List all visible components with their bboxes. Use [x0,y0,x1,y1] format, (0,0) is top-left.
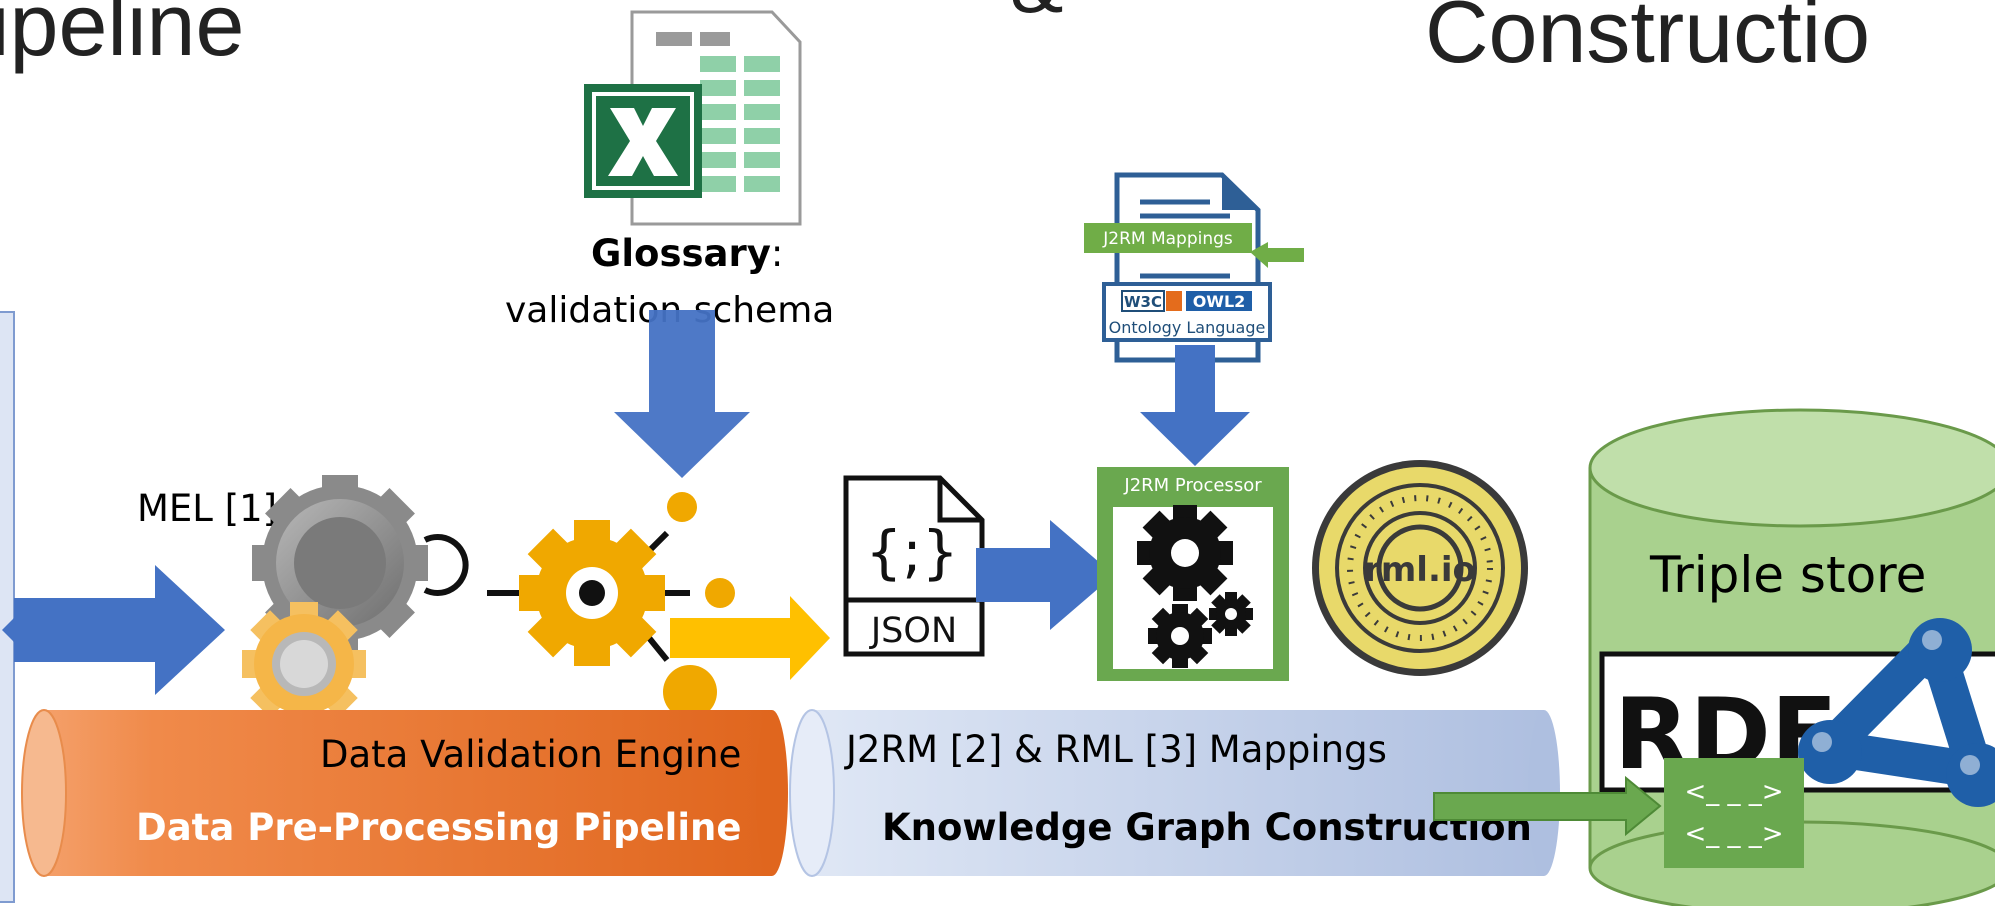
j2rm-processor-box: J2RM Processor [1097,467,1289,681]
source-panel [0,311,15,903]
rdf-graph-icon [1798,618,1995,807]
json-braces: {;} [865,518,958,586]
owl-document-icon: J2RM Mappings W3C OWL2 Ontology Language [1084,172,1304,363]
w3c-badge: W3C [1124,293,1162,311]
input-arrow [14,565,225,695]
owl-down-arrow [1140,345,1250,466]
input-arrow-tip-left [2,618,14,642]
gray-gear-icon [252,475,469,651]
j2rm-mappings-badge: J2RM Mappings [1102,229,1233,249]
rdf-doc-line-1: <_ _ _> [1684,777,1783,807]
mappings-to-rdf-arrow [1433,775,1662,837]
validation-gear-icon [519,492,735,719]
rmlio-logo: rml.io [1312,460,1528,676]
mel-label: MEL [1] [137,487,277,530]
data-pre-processing-pipeline: Data Validation Engine Data Pre-Processi… [21,709,788,877]
header-right-fragment: Constructio [1425,0,1870,81]
triple-store-label: Triple store [1649,546,1926,604]
rmlio-label: rml.io [1364,550,1476,590]
glossary-title: Glossary: [591,232,783,275]
header-left-fragment: ipeline [0,0,244,74]
owl-badge: OWL2 [1193,292,1246,311]
yellow-arrow [670,596,830,680]
json-file-icon: {;} JSON [843,475,985,657]
rdf-doc-line-2: <_ _ _> [1684,819,1783,849]
rdf-document-icon: <_ _ _> <_ _ _> [1664,758,1804,868]
ontology-badge: Ontology Language [1109,318,1266,337]
excel-icon [584,10,802,226]
pipeline2-label: Knowledge Graph Construction [882,806,1532,849]
header-mid-fragment: & [1010,0,1063,29]
knowledge-graph-construction-pipeline: J2RM [2] & RML [3] Mappings Knowledge Gr… [789,709,1560,877]
processor-gears-icon [1137,505,1253,668]
mappings-label: J2RM [2] & RML [3] Mappings [844,728,1387,771]
data-validation-engine-label: Data Validation Engine [320,733,741,776]
j2rm-processor-label: J2RM Processor [1123,475,1262,496]
pipeline1-label: Data Pre-Processing Pipeline [136,806,741,849]
small-gear-icon [242,602,366,726]
json-label: JSON [869,611,957,651]
glossary-down-arrow [614,310,750,478]
json-to-processor-arrow [976,520,1114,630]
